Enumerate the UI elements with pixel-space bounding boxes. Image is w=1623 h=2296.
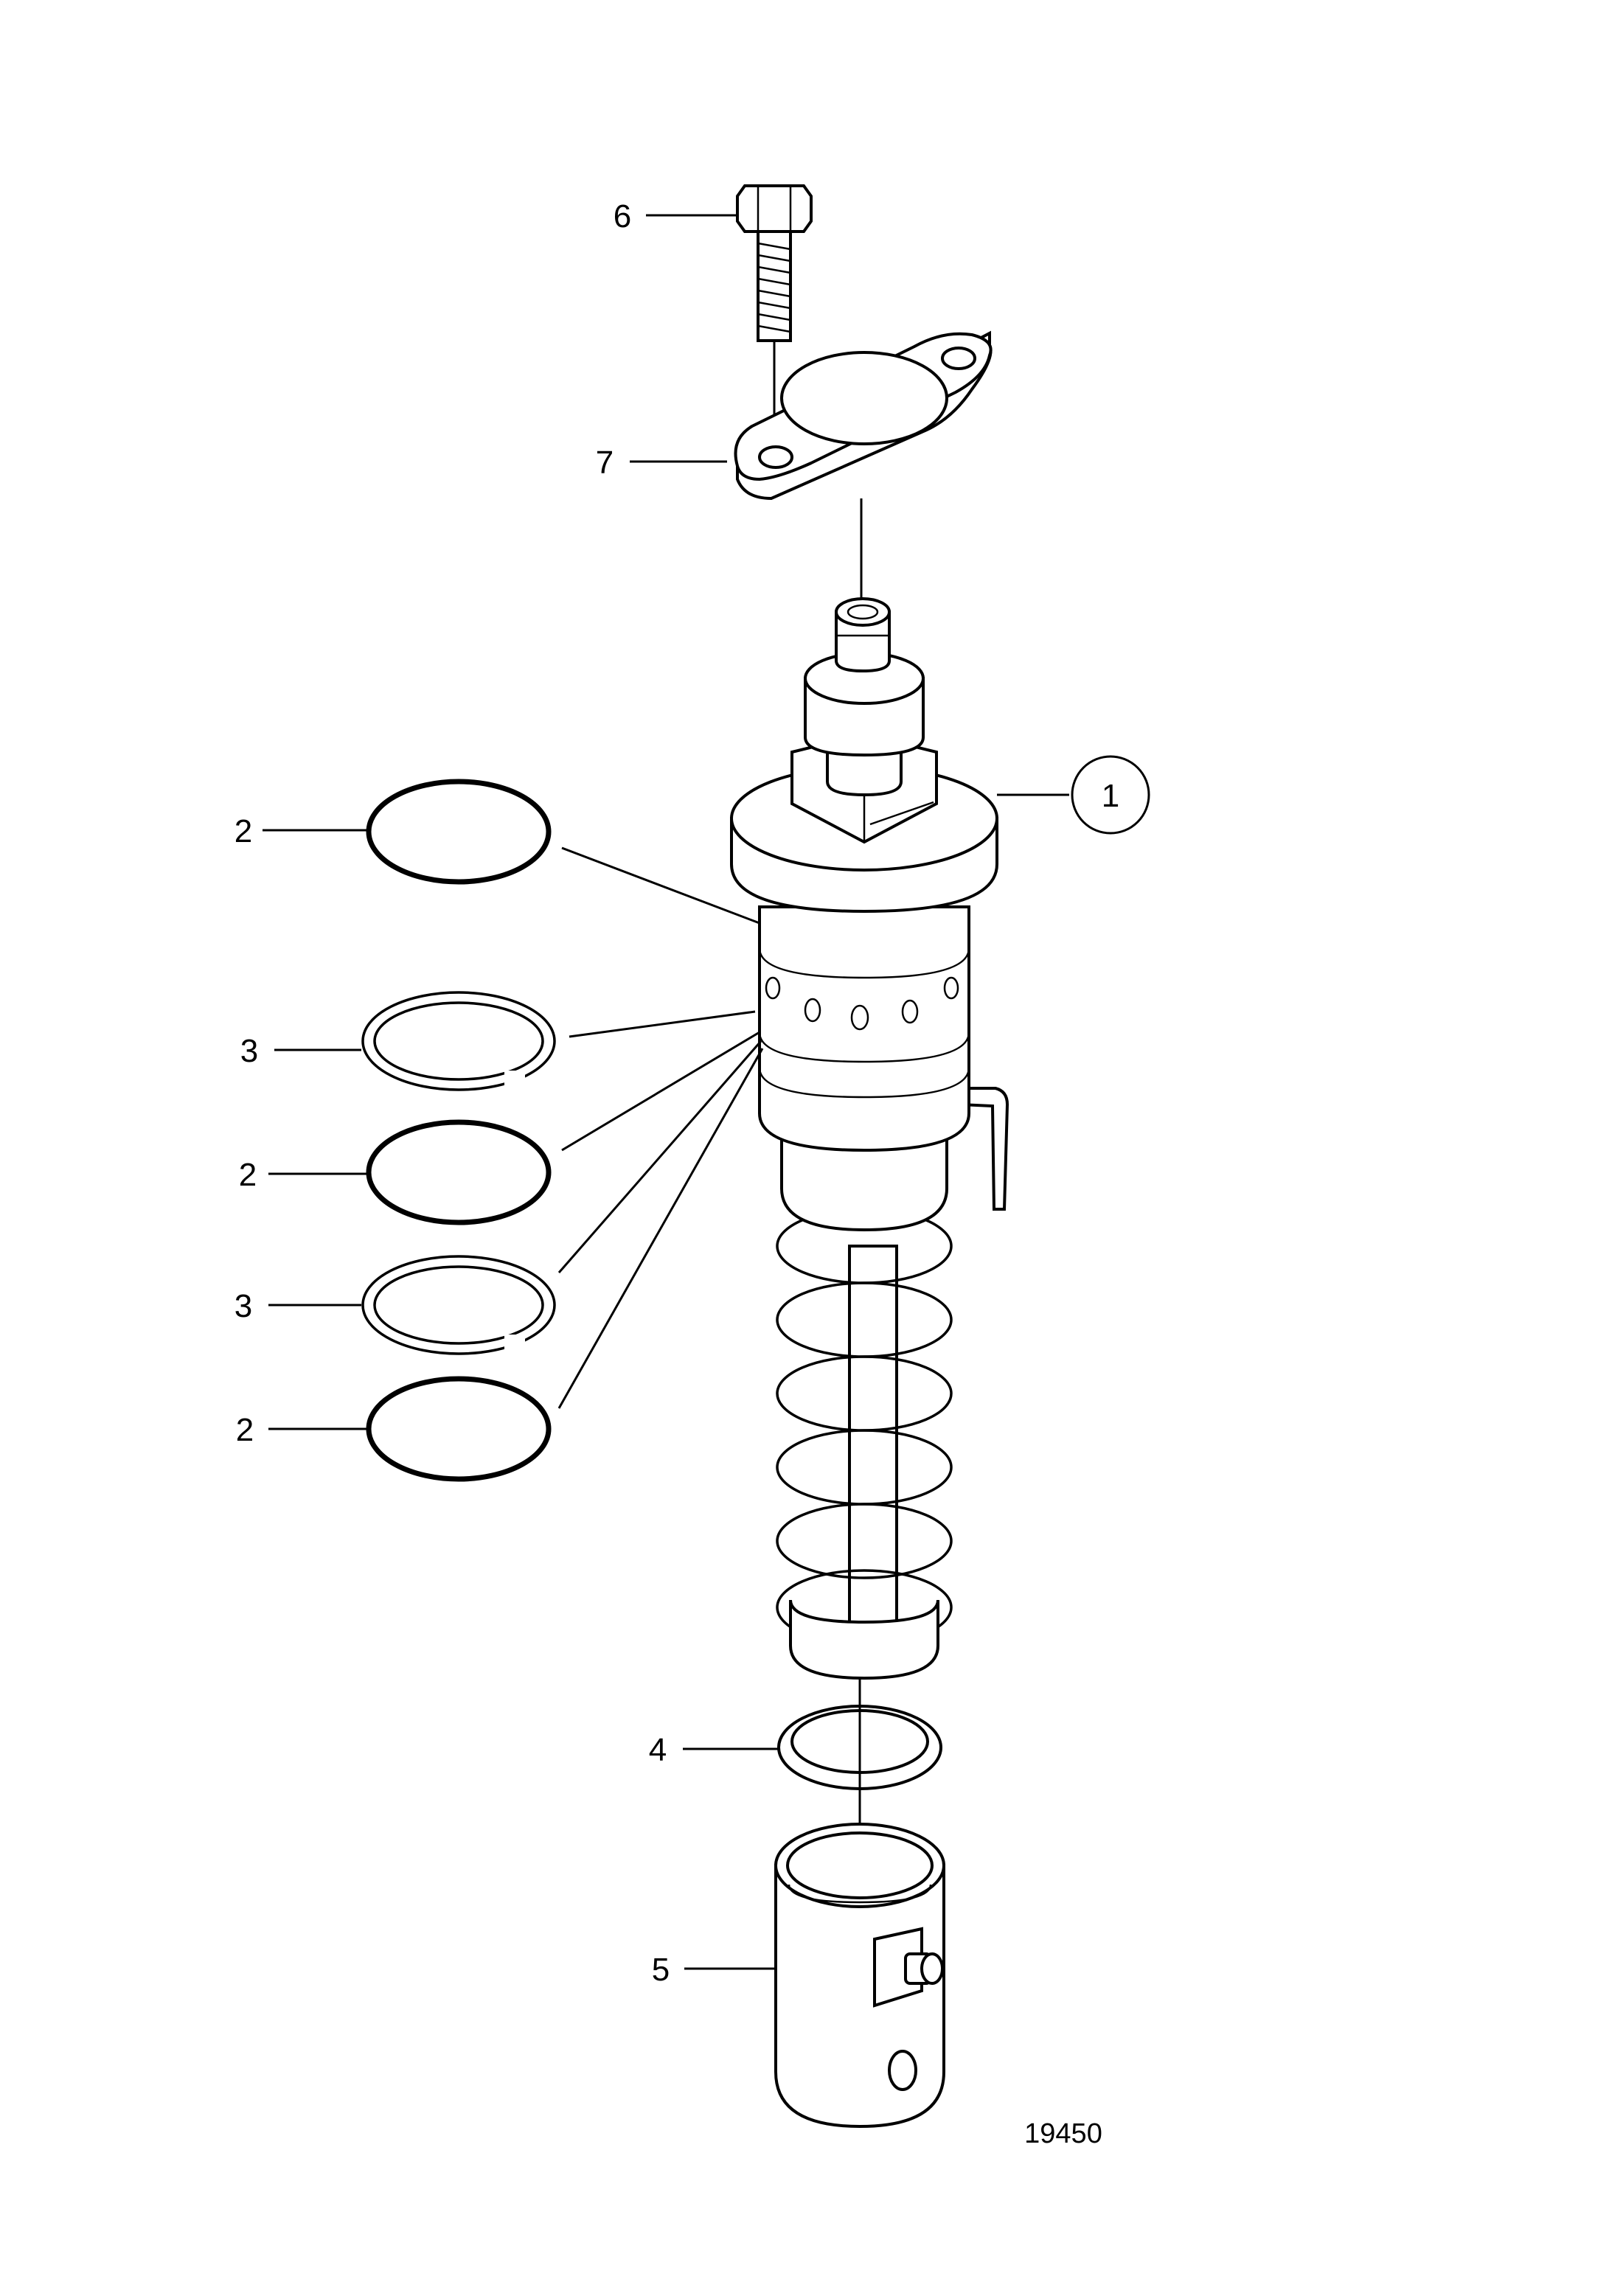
- callout-2-middle: 2: [239, 1157, 257, 1193]
- callout-4: 4: [649, 1732, 667, 1768]
- callout-3-lower: 3: [234, 1288, 252, 1324]
- o-ring-upper: [366, 779, 552, 885]
- ring-leaders: [557, 846, 764, 1409]
- bolt: [736, 184, 813, 457]
- split-ring-lower: [361, 1255, 556, 1357]
- callout-1: 1: [1102, 778, 1119, 814]
- callout-1-circle: [1071, 755, 1150, 835]
- callout-7: 7: [596, 445, 614, 481]
- callout-leaders: [263, 214, 1069, 1970]
- callout-6: 6: [614, 198, 631, 234]
- callout-2-upper: 2: [234, 813, 252, 849]
- o-ring-middle: [366, 1119, 552, 1225]
- tappet: [774, 1823, 945, 2129]
- pump-element: [730, 597, 1009, 1680]
- flange: [734, 330, 993, 605]
- figure-number: 19450: [1024, 2118, 1102, 2149]
- o-ring-lower: [366, 1376, 552, 1482]
- split-ring-upper: [361, 991, 556, 1093]
- callout-5: 5: [652, 1952, 670, 1988]
- callout-3-upper: 3: [240, 1033, 258, 1069]
- callout-2-lower: 2: [236, 1412, 254, 1448]
